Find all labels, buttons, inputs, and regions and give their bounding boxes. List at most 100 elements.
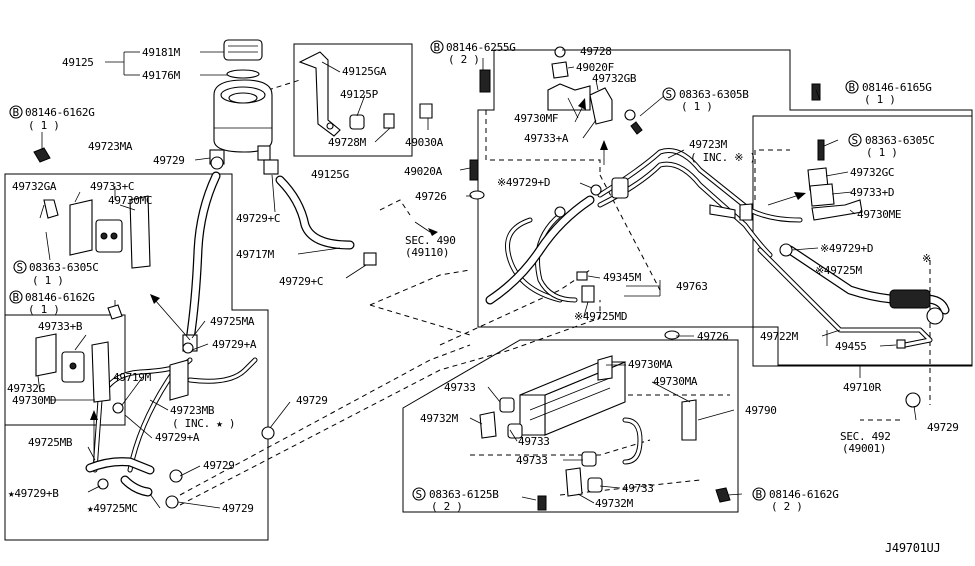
bracket-group-49730MC <box>43 195 151 269</box>
label-49729A-2: 49729+A <box>155 431 200 444</box>
label-49726-1: 49726 <box>415 190 447 203</box>
lower-bracket-frame <box>4 314 126 426</box>
arrows-left <box>90 294 191 462</box>
label-49728M: 49728M <box>328 136 367 149</box>
label-49717M: 49717M <box>236 248 275 261</box>
label-08146-6165G: 08146-6165G <box>862 81 932 94</box>
marker-b-5: B <box>756 488 763 501</box>
label-49733-3: 49733 <box>516 454 548 467</box>
label-08363-6305B: 08363-6305B <box>679 88 749 101</box>
label-qty-2-b: ( 2 ) <box>431 500 463 513</box>
reservoir-bracket-frame <box>293 43 413 157</box>
label-qty-1-e: ( 1 ) <box>864 93 896 106</box>
label-49729C-2: 49729+C <box>279 275 323 288</box>
label-49732M-1: 49732M <box>420 412 459 425</box>
label-49725MA: 49725MA <box>210 315 255 328</box>
marker-b-4: B <box>849 81 856 94</box>
oil-cooler-49790 <box>479 355 731 511</box>
label-49732G: 49732G <box>7 382 45 395</box>
label-49125: 49125 <box>62 56 94 69</box>
hose-clamps-left <box>97 156 275 509</box>
label-49733-4: 49733 <box>622 482 654 495</box>
label-49710R: 49710R <box>843 381 882 394</box>
label-49729C-1: 49729+C <box>236 212 280 225</box>
label-49455: 49455 <box>835 340 867 353</box>
label-49730MA-1: 49730MA <box>628 358 673 371</box>
label-49020F: 49020F <box>576 61 614 74</box>
reservoir-tank <box>209 79 273 165</box>
label-49345M: 49345M <box>603 271 642 284</box>
label-08146-6255G: 08146-6255G <box>446 41 516 54</box>
label-49730MC: 49730MC <box>108 194 152 207</box>
leader-lines <box>37 49 917 509</box>
label-49020A: 49020A <box>404 165 443 178</box>
label-49730MF: 49730MF <box>514 112 558 125</box>
label-qty-1-c: ( 1 ) <box>28 303 60 316</box>
label-49725MC: ★49725MC <box>87 502 138 515</box>
cooler-group-frame <box>402 339 739 513</box>
label-08146-6162G-a: 08146-6162G <box>25 106 95 119</box>
return-hose-49717M <box>263 159 377 266</box>
label-49733D: 49733+D <box>850 186 894 199</box>
label-49790: 49790 <box>745 404 777 417</box>
bracket-group-49730MF <box>479 46 643 135</box>
label-49723M: 49723M <box>689 138 728 151</box>
label-08363-6305C: 08363-6305C <box>29 261 99 274</box>
label-08363-6125B: 08363-6125B <box>429 488 499 501</box>
label-08146-6162G-c: 08146-6162G <box>769 488 839 501</box>
label-49730MA-2: 49730MA <box>653 375 698 388</box>
marker-b-1: B <box>13 106 20 119</box>
label-qty-1-b: ( 1 ) <box>32 274 64 287</box>
label-49729-low2: 49729 <box>222 502 254 515</box>
label-49125P: 49125P <box>340 88 379 101</box>
label-49728: 49728 <box>580 45 612 58</box>
label-49719M: 49719M <box>113 371 152 384</box>
label-qty-2-c: ( 2 ) <box>771 500 803 513</box>
diagram-code: J49701UJ <box>885 541 940 555</box>
label-asterisk-mark: ※ <box>922 252 931 265</box>
reservoir-cap <box>223 39 263 79</box>
frames <box>4 43 973 541</box>
hoses-49725MB-MC <box>85 457 155 497</box>
left-group-frame <box>4 173 269 541</box>
label-49732GA: 49732GA <box>12 180 57 193</box>
label-49181M: 49181M <box>142 46 181 59</box>
bracket-group-49730MD <box>35 333 111 403</box>
label-49723MB: 49723MB <box>170 404 215 417</box>
marker-b-3: B <box>434 41 441 54</box>
tube-49722M <box>757 247 933 349</box>
label-qty-1-a: ( 1 ) <box>28 119 60 132</box>
label-49722M: 49722M <box>760 330 799 343</box>
marker-b-2: B <box>13 291 20 304</box>
label-49729-mid: 49729 <box>296 394 328 407</box>
reservoir-bracket <box>298 51 433 137</box>
right-group-frame <box>477 49 973 366</box>
right-inner-frame <box>752 115 973 367</box>
label-49725MD: ※49725MD <box>574 310 627 323</box>
label-49725MB: 49725MB <box>28 436 73 449</box>
label-49733-2: 49733 <box>518 435 550 448</box>
label-49729A-1: 49729+A <box>212 338 257 351</box>
label-inc-mark: ( INC. ※ ) <box>690 151 756 164</box>
label-49733A: 49733+A <box>524 132 569 145</box>
arrows-right <box>414 98 806 236</box>
label-49176M: 49176M <box>142 69 181 82</box>
label-sec-492: SEC. 492 <box>840 430 891 443</box>
marker-s-1: S <box>17 261 23 274</box>
label-49125G: 49125G <box>311 168 349 181</box>
label-49732M-2: 49732M <box>595 497 634 510</box>
bolts-left <box>33 147 123 320</box>
label-sec-490-sub: (49110) <box>405 246 449 259</box>
label-49730ME: 49730ME <box>857 208 901 221</box>
label-08363-6305C-r: 08363-6305C <box>865 134 935 147</box>
label-inc-star: ( INC. ★ ) <box>172 417 235 430</box>
part-labels: 49181M 49176M 49125 08146-6162G ( 1 ) 49… <box>7 41 959 555</box>
tube-49723M <box>505 148 803 303</box>
marker-s-4: S <box>416 488 422 501</box>
label-49729B: ★49729+B <box>8 487 59 500</box>
label-qty-1-f: ( 1 ) <box>866 146 898 159</box>
marker-s-2: S <box>666 88 672 101</box>
circle-markers <box>9 40 862 501</box>
label-49729D-2: ※49729+D <box>820 242 873 255</box>
